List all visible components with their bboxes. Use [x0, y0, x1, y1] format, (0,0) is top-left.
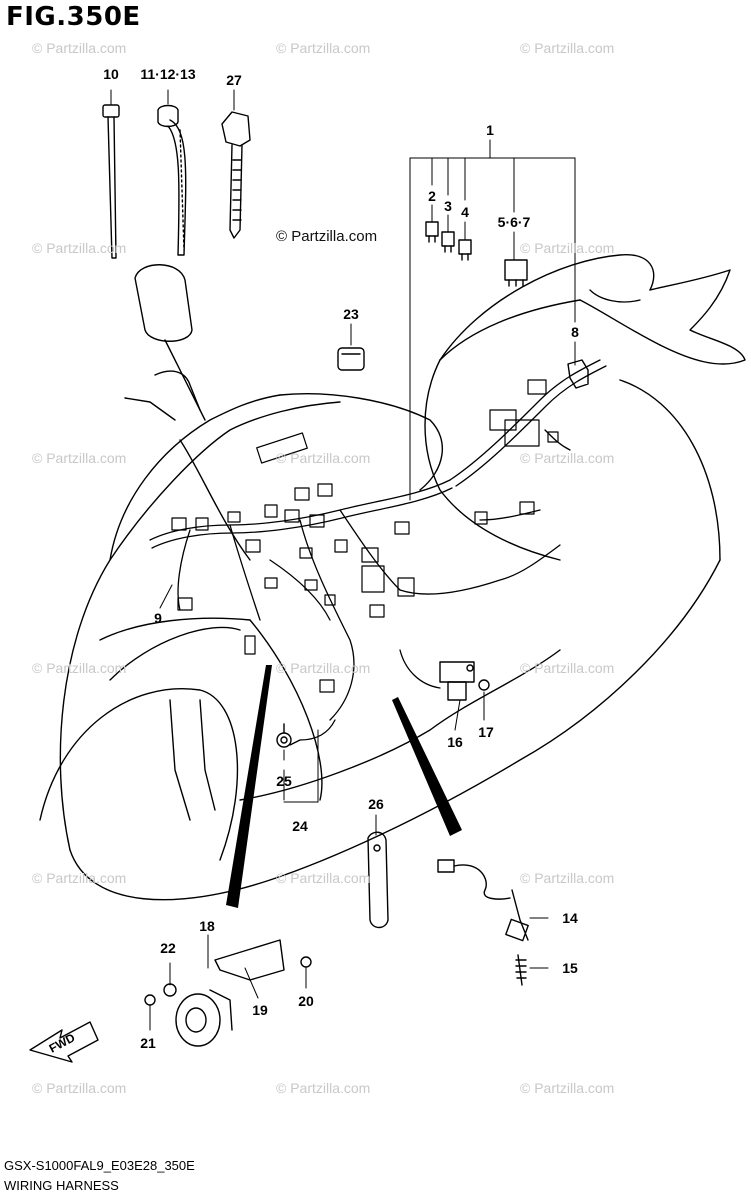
- watermark: © Partzilla.com: [276, 1080, 371, 1096]
- watermark: © Partzilla.com: [32, 240, 127, 256]
- bracket-8: [567, 359, 589, 389]
- clip-23: [337, 347, 365, 371]
- callout-label: 19: [252, 1002, 268, 1018]
- watermark: © Partzilla.com: [32, 870, 127, 886]
- callout-label: 9: [154, 610, 162, 626]
- callout-label: 20: [298, 993, 314, 1009]
- cable-ties: [102, 104, 187, 259]
- figure-name: WIRING HARNESS: [4, 1178, 119, 1193]
- figure-code: GSX-S1000FAL9_E03E28_350E: [4, 1158, 195, 1173]
- watermark: © Partzilla.com: [520, 40, 615, 56]
- callout-label: 26: [368, 796, 384, 812]
- watermark: © Partzilla.com: [276, 870, 371, 886]
- pointer-arrows: [226, 665, 462, 908]
- fuses-and-relay: [425, 221, 528, 287]
- callout-label: 2: [428, 188, 436, 204]
- callout-label: 8: [571, 324, 579, 340]
- callout-label: 23: [343, 306, 359, 322]
- callout-label: 27: [226, 72, 242, 88]
- callout-label: 15: [562, 960, 578, 976]
- callout-label: 21: [140, 1035, 156, 1051]
- sensor-bracket: [439, 661, 490, 701]
- copyright-notice: © Partzilla.com: [276, 228, 378, 245]
- callout-label: 10: [103, 66, 119, 82]
- watermark: © Partzilla.com: [32, 40, 127, 56]
- ground-terminal: [276, 723, 292, 748]
- figure-title: FIG.350E: [6, 2, 141, 32]
- callout-label: 25: [276, 773, 292, 789]
- watermark: © Partzilla.com: [520, 1080, 615, 1096]
- callout-label: 4: [461, 204, 469, 220]
- sensor-lead: [437, 859, 529, 986]
- motorcycle-outline: [39, 254, 746, 901]
- callout-label: 3: [444, 198, 452, 214]
- fwd-arrow-icon: [29, 1021, 99, 1063]
- callout-label: 17: [478, 724, 494, 740]
- callout-leaders: [110, 89, 576, 1031]
- watermark: © Partzilla.com: [32, 660, 127, 676]
- callout-label: 16: [447, 734, 463, 750]
- harness-clamp: [221, 111, 251, 239]
- watermark: © Partzilla.com: [32, 1080, 127, 1096]
- callout-label: 1: [486, 122, 494, 138]
- watermark: © Partzilla.com: [276, 450, 371, 466]
- harness-connectors: [171, 379, 559, 693]
- horn-assembly: [144, 939, 312, 1047]
- callout-label: 24: [292, 818, 308, 834]
- callout-label: 18: [199, 918, 215, 934]
- watermark: © Partzilla.com: [276, 40, 371, 56]
- watermark: © Partzilla.com: [520, 870, 615, 886]
- callout-label: 11·12·13: [140, 66, 196, 82]
- watermark: © Partzilla.com: [520, 450, 615, 466]
- bracket-26: [367, 831, 389, 929]
- watermark: © Partzilla.com: [276, 660, 371, 676]
- watermark: © Partzilla.com: [520, 660, 615, 676]
- watermark: © Partzilla.com: [520, 240, 615, 256]
- callout-label: 5·6·7: [497, 214, 531, 230]
- callout-label: 22: [160, 940, 176, 956]
- watermark: © Partzilla.com: [32, 450, 127, 466]
- callout-label: 14: [562, 910, 578, 926]
